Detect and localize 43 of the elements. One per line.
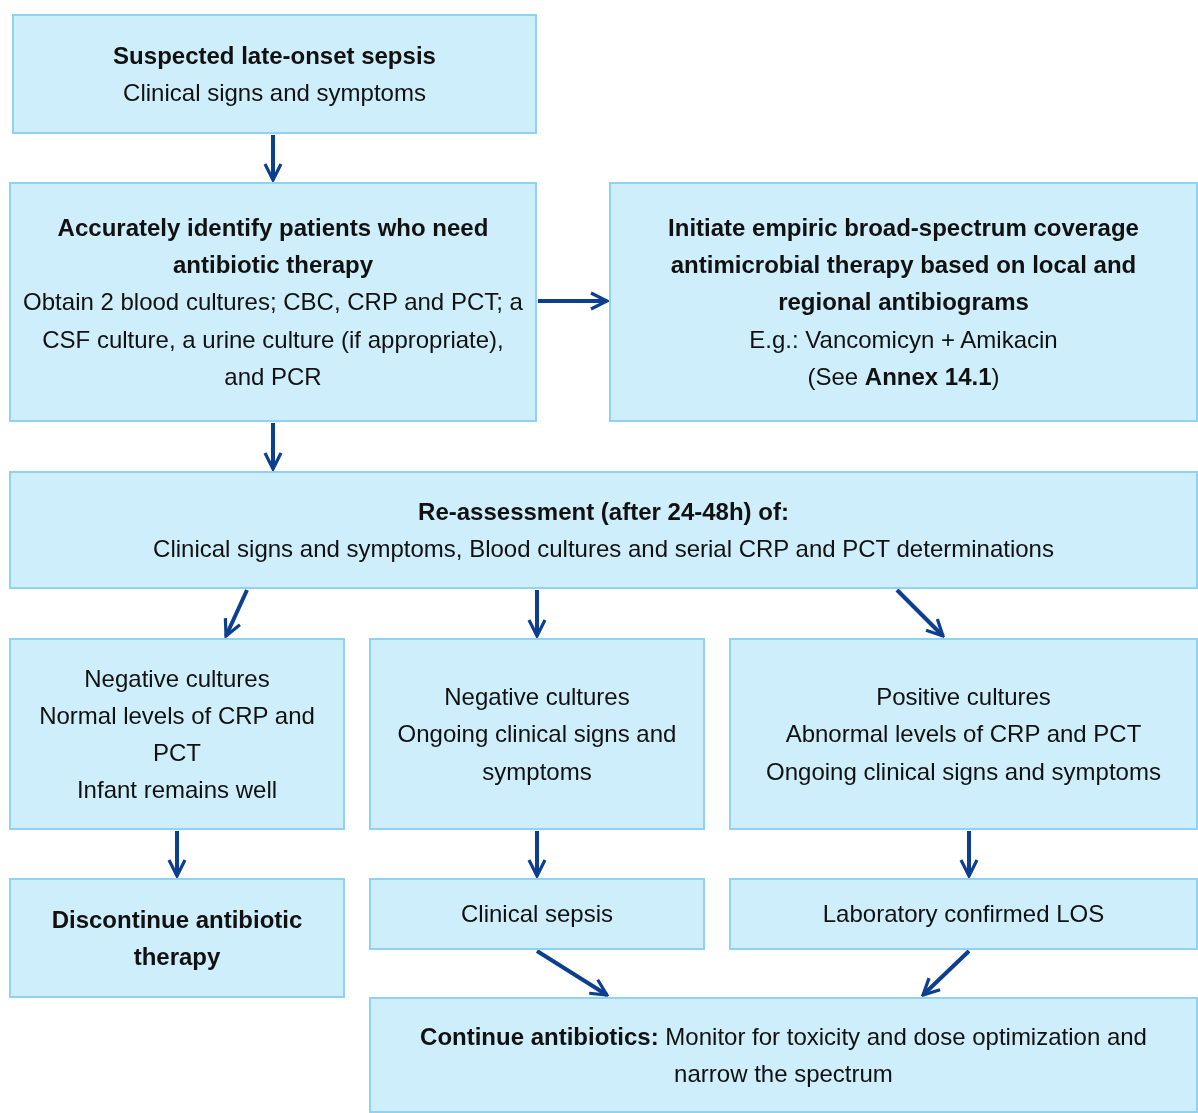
arrow [167,831,187,878]
box-text: Infant remains well [76,775,278,806]
box-text: Clinical signs and symptoms [123,78,426,108]
box-text: Ongoing clinical signs and symptoms [396,719,678,787]
process-box [729,638,1198,830]
box-text: Clinical signs and symptoms, Blood cultures and serial CRP and PCT determinations [153,534,1054,564]
process-box [12,14,537,134]
box-text: Clinical sepsis [460,899,614,930]
process-box [729,878,1198,950]
box-text: Negative cultures [84,663,270,694]
box-text: Ongoing clinical signs and symptoms [766,756,1161,787]
box-text: Continue antibiotics: Monitor for toxicity and dose optimization and narrow the spectrum [419,1021,1148,1089]
box-heading: Accurately identify patients who need antibiotic therapy [56,213,490,281]
box-text: E.g.: Vancomicyn + Amikacin [749,324,1058,355]
process-box [9,878,345,998]
arrow [223,589,249,638]
process-box [9,182,537,422]
arrow [921,949,971,997]
box-heading: Suspected late-onset sepsis [113,40,436,71]
process-box [9,638,345,830]
arrow [263,135,283,182]
arrow [527,590,547,638]
box-text: Abnormal levels of CRP and PCT [785,719,1142,750]
box-heading: Initiate empiric broad-spectrum coverage antimicrobial therapy based on local and regional antibiograms [667,213,1140,318]
box-heading: Discontinue antibiotic therapy [50,904,304,972]
process-box [369,638,705,830]
box-text: Obtain 2 blood cultures; CBC, CRP and PCT; a CSF culture, a urine culture (if appropriate), and PCR [22,287,524,392]
arrow [959,831,979,878]
arrow [263,423,283,471]
box-text: Negative cultures [444,682,630,713]
arrow [527,831,547,878]
arrow [535,949,609,997]
box-text: Laboratory confirmed LOS [822,899,1105,930]
arrow [895,588,945,638]
box-heading: Re-assessment (after 24-48h) of: [418,496,789,527]
box-text: Normal levels of CRP and PCT [38,700,316,768]
process-box [369,997,1198,1113]
box-text: (See Annex 14.1) [807,361,1000,392]
process-box [609,182,1198,422]
process-box [9,471,1198,589]
process-box [369,878,705,950]
box-text: Positive cultures [876,682,1051,713]
arrow [538,291,609,311]
